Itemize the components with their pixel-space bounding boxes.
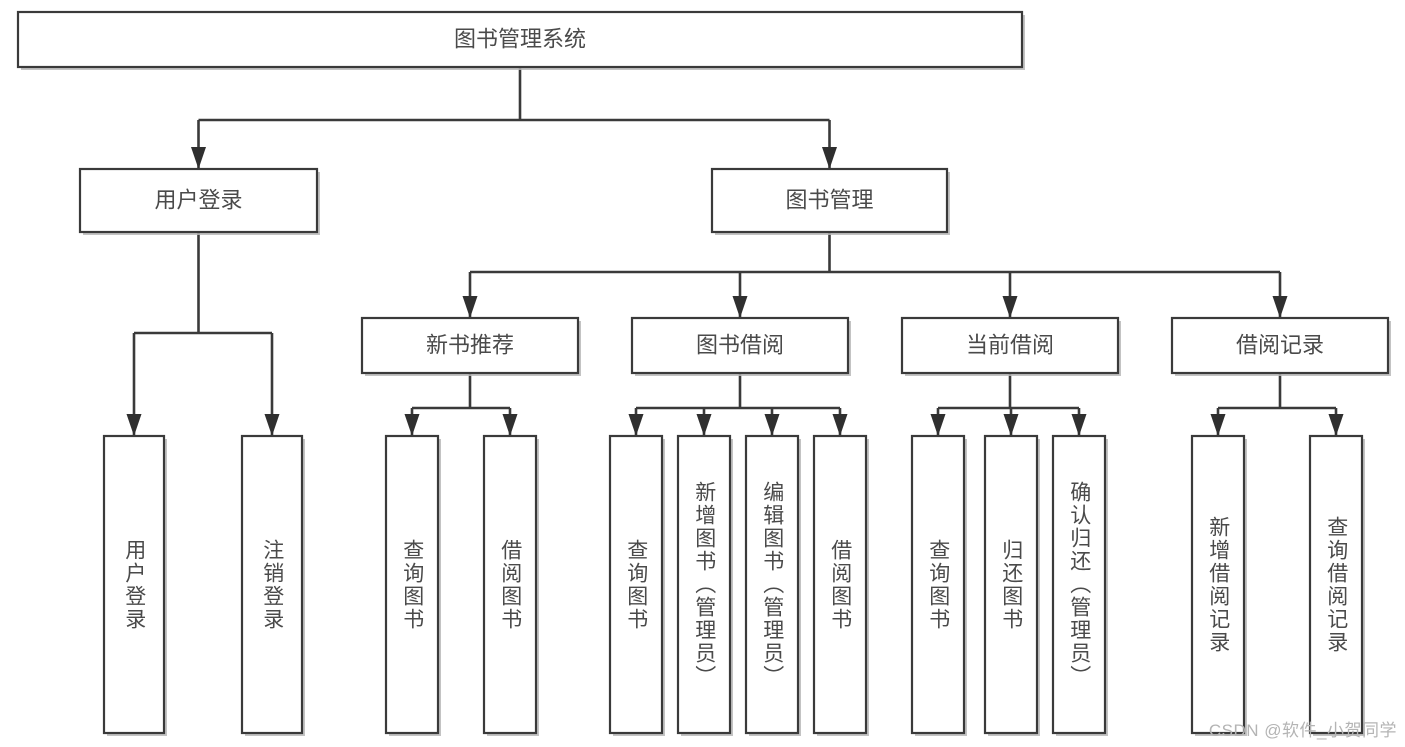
arrow-head-icon <box>1328 414 1344 436</box>
arrow-head-icon <box>502 414 518 436</box>
node-leaf-borrow-book-1[interactable] <box>482 434 538 735</box>
node-leaf-add-book[interactable] <box>676 434 732 735</box>
node-label: 图书管理系统 <box>454 26 586 51</box>
arrow-head-icon <box>191 147 206 169</box>
arrow-head-icon <box>1272 296 1288 318</box>
node-label: 用户登录 <box>154 187 242 212</box>
arrow-head-icon <box>404 414 420 436</box>
node-current-borrow[interactable] <box>900 316 1120 375</box>
node-label: 当前借阅 <box>966 332 1054 357</box>
arrow-head-icon <box>696 414 712 436</box>
connectors-layer <box>126 67 1344 436</box>
node-leaf-return-book[interactable] <box>983 434 1039 735</box>
arrow-head-icon <box>822 147 837 169</box>
node-label: 图书借阅 <box>696 332 784 357</box>
arrow-head-icon <box>126 414 142 436</box>
arrow-head-icon <box>732 296 748 318</box>
arrow-head-icon <box>1002 296 1018 318</box>
node-label: 图书管理 <box>785 187 873 212</box>
node-label: 新书推荐 <box>426 332 514 357</box>
node-new-book-recommend[interactable] <box>360 316 580 375</box>
arrow-head-icon <box>1071 414 1087 436</box>
arrow-head-icon <box>764 414 780 436</box>
arrow-head-icon <box>1210 414 1226 436</box>
node-label: 借阅记录 <box>1236 332 1324 357</box>
node-leaf-query-record[interactable] <box>1308 434 1364 735</box>
node-borrow-record[interactable] <box>1170 316 1390 375</box>
arrow-head-icon <box>832 414 848 436</box>
node-leaf-add-record[interactable] <box>1190 434 1246 735</box>
node-leaf-borrow-book-2[interactable] <box>812 434 868 735</box>
arrow-head-icon <box>628 414 644 436</box>
node-leaf-query-book-1[interactable] <box>384 434 440 735</box>
node-book-manage[interactable] <box>710 167 949 234</box>
node-leaf-query-book-3[interactable] <box>910 434 966 735</box>
boxes-layer <box>16 10 1391 736</box>
node-leaf-edit-book[interactable] <box>744 434 800 735</box>
arrow-head-icon <box>930 414 946 436</box>
arrow-head-icon <box>462 296 478 318</box>
node-root[interactable] <box>16 10 1024 69</box>
node-leaf-query-book-2[interactable] <box>608 434 664 735</box>
arrow-head-icon <box>1003 414 1019 436</box>
node-leaf-confirm-return[interactable] <box>1051 434 1107 735</box>
node-book-borrow[interactable] <box>630 316 850 375</box>
arrow-head-icon <box>264 414 280 436</box>
node-leaf-user-logout[interactable] <box>240 434 304 735</box>
node-user-login[interactable] <box>78 167 319 234</box>
node-leaf-user-login[interactable] <box>102 434 166 735</box>
